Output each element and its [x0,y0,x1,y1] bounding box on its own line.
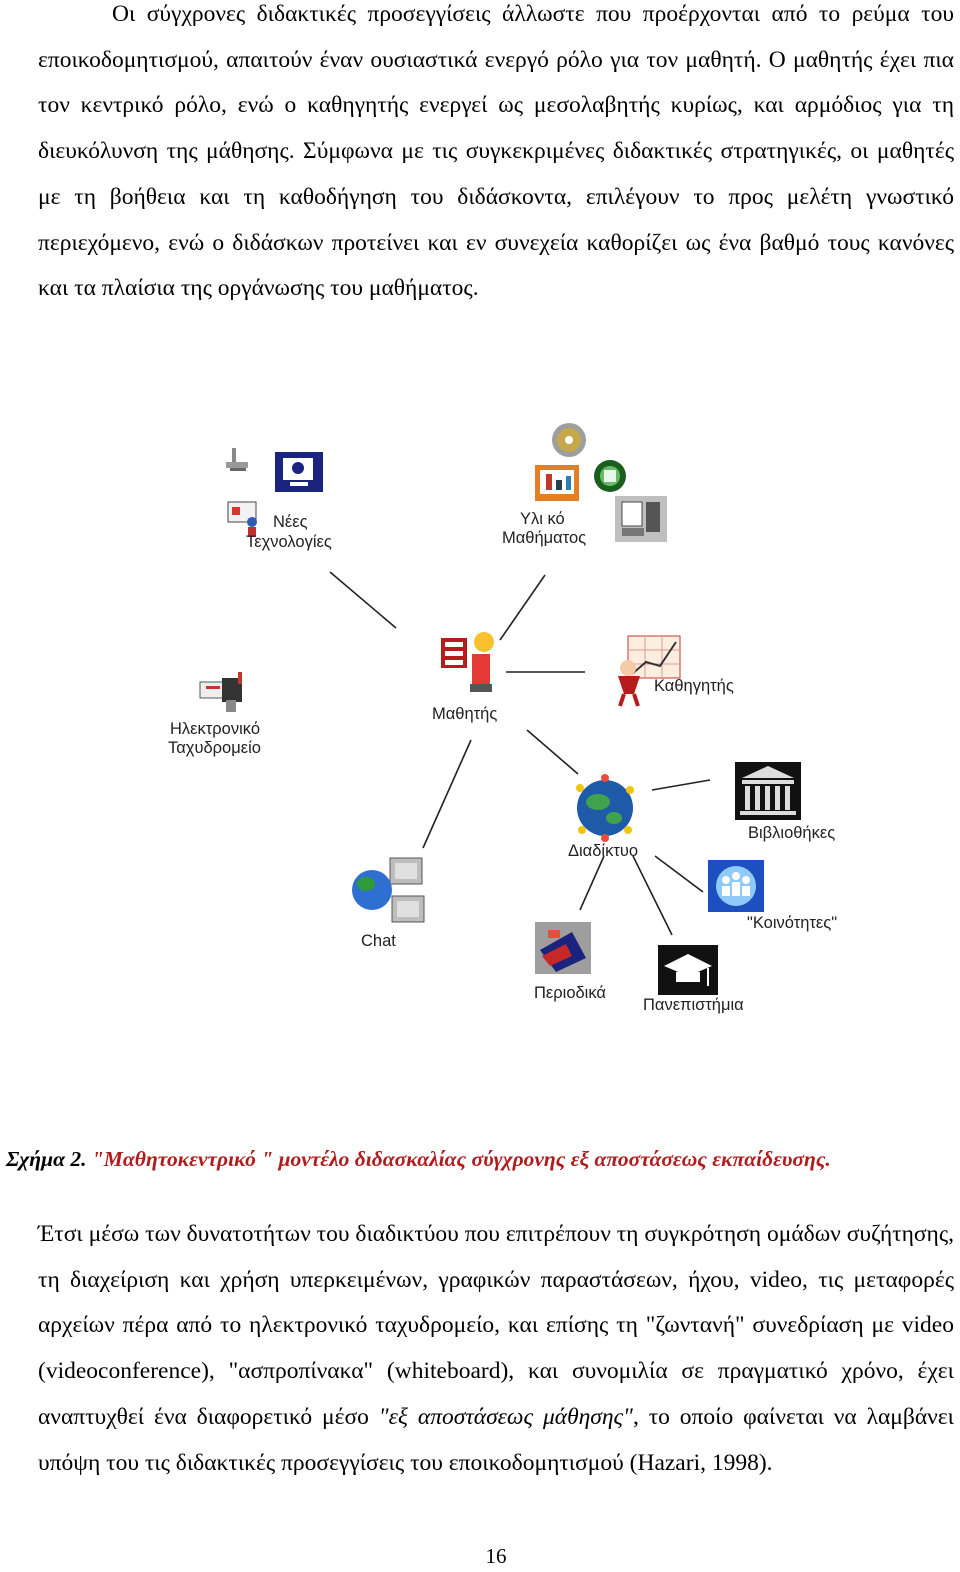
student-centered-model-diagram: Νέες Τεχνολογίες Υλι κό Μαθήματος Μαθητή… [168,423,837,1014]
graduation-cap-icon [658,945,718,995]
cd-disc-icon [552,423,586,457]
globe-network-icon [576,774,634,842]
presenter-icon [227,501,257,537]
label-material-line2: Μαθήματος [502,529,586,547]
figure-caption-text: "Μαθητοκεντρικό " μοντέλο διδασκαλίας σύ… [91,1147,831,1171]
workstation-icon [615,496,667,542]
teacher-with-chart-icon [618,635,681,707]
people-group-icon [708,860,764,912]
figure-number: Σχήμα 2. [6,1147,87,1171]
recycle-icon [594,460,626,492]
label-teacher: Καθηγητής [654,677,734,695]
podium-icon [226,448,248,471]
page-number: 16 [485,1544,507,1568]
line-student-chat [422,739,472,849]
label-libraries: Βιβλιοθήκες [748,824,835,842]
line-internet-communities [654,855,704,893]
line-internet-journals [579,855,605,911]
student-with-books-icon [441,632,494,692]
label-chat: Chat [361,932,396,950]
line-student-newtech [329,571,397,629]
label-universities: Πανεπιστήμια [643,996,744,1014]
line-student-material [499,574,546,641]
emphasis-distance-learning: "εξ αποστάσεως μάθησης" [378,1403,633,1430]
whiteboard-chart-icon [535,465,579,501]
library-building-icon [735,762,801,820]
line-internet-universities [632,855,673,936]
label-new-tech-line1: Νέες [273,513,308,531]
label-material-line1: Υλι κό [520,510,565,528]
label-new-tech-line2: Τεχνολογίες [246,533,332,551]
label-student: Μαθητής [432,705,497,723]
label-journals: Περιοδικά [534,984,606,1002]
connector-lines [329,571,711,936]
computer-monitor-icon [275,452,323,492]
books-icon [535,922,591,974]
body-paragraph: Έτσι μέσω των δυνατοτήτων του διαδικτύου… [38,1221,954,1476]
label-internet: Διαδίκτυο [568,842,638,860]
globe-computers-icon [352,857,425,923]
figure-caption: Σχήμα 2. "Μαθητοκεντρικό " μοντέλο διδασ… [6,1147,831,1172]
email-mailbox-icon [199,672,242,712]
line-internet-libraries [651,779,711,791]
intro-paragraph: Οι σύγχρονες διδακτικές προσεγγίσεις άλλ… [38,1,954,302]
label-communities: "Κοινότητες" [747,914,837,932]
label-email-line1: Ηλεκτρονικό [170,720,260,738]
line-student-internet [526,729,579,775]
label-email-line2: Ταχυδρομείο [168,739,261,757]
